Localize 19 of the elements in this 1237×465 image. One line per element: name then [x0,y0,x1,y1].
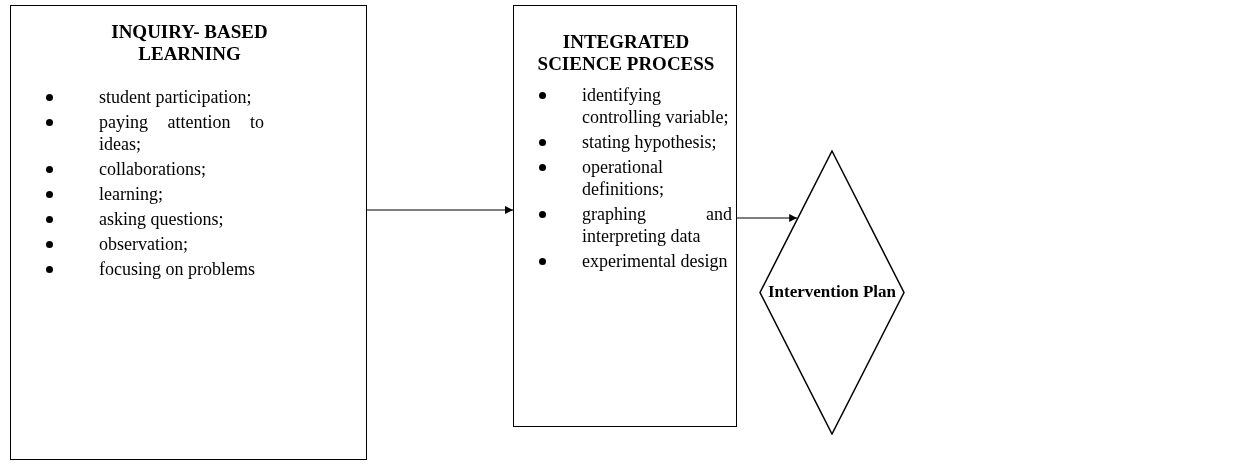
list-item: collaborations; [99,158,207,180]
box-heading: INTEGRATED SCIENCE PROCESS [536,31,716,75]
decision-diamond [759,150,905,435]
box-heading: INQUIRY- BASED LEARNING [110,21,269,65]
list-item: asking questions; [99,208,225,230]
list-item: operational definitions; [582,156,665,200]
list-item: paying attention to ideas; [99,111,264,155]
process-box [10,5,367,460]
list-item: focusing on problems [99,258,256,280]
list-item: student participation; [99,86,253,108]
list-item: learning; [99,183,164,205]
list-item: stating hypothesis; [582,131,718,153]
process-box [513,5,737,427]
list-item: experimental design [582,250,729,272]
list-item: observation; [99,233,189,255]
list-item: identifying controlling variable; [582,84,730,128]
arrow [736,214,798,222]
arrow [366,206,514,214]
diamond-label: Intervention Plan [767,281,897,302]
